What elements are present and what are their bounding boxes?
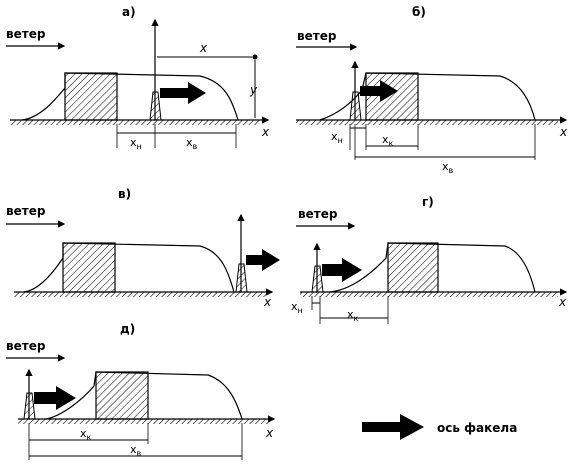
panel-b: б) ветер x xн xк xв (296, 5, 568, 175)
panel-g-flame-source (311, 265, 324, 293)
panel-g-plume-outline (329, 242, 536, 293)
legend-torch-arrow-icon (362, 414, 424, 440)
panel-b-torch-arrow (360, 80, 398, 102)
panel-d-label: д) (120, 322, 135, 336)
panel-g-torch-arrow (322, 258, 362, 282)
panel-d-torch-arrow (34, 386, 76, 410)
panel-d-ground (18, 419, 268, 424)
panel-v-ignition-zone (62, 242, 116, 293)
panel-d-ignition-zone (95, 371, 149, 420)
panel-b-wind-label: ветер (297, 29, 337, 43)
panel-b-xv-label: xв (442, 160, 454, 175)
panel-d-wind-label: ветер (6, 339, 46, 353)
panel-b-xk-label: xк (382, 133, 394, 148)
panel-b-flame-source (349, 91, 362, 121)
panel-v-label: в) (118, 187, 131, 201)
panel-b-ground (296, 120, 558, 125)
panel-a-wind-label: ветер (6, 27, 46, 41)
panel-a-y-label: y (249, 83, 258, 97)
panel-g-xk-label: xк (347, 308, 359, 323)
panel-a: а) ветер x x y xн xв (6, 5, 270, 151)
panel-g-wind-label: ветер (298, 207, 338, 221)
panel-v: в) ветер x (6, 187, 280, 309)
panel-a-point (252, 54, 258, 60)
panel-a-xn-label: xн (130, 136, 142, 151)
panel-a-plume-outline (21, 72, 239, 121)
panel-v-torch-arrow (246, 249, 280, 271)
panel-v-x-axis-label: x (263, 295, 272, 309)
panel-d: д) ветер x xк xв (6, 322, 276, 460)
panel-g-ground (300, 292, 558, 297)
panel-d-x-axis-label: x (265, 426, 274, 440)
panel-d-flame-source (23, 392, 36, 420)
panel-v-plume-outline (23, 242, 235, 293)
panel-g-label: г) (422, 195, 434, 209)
panel-a-flame-source (149, 91, 162, 121)
panel-v-flame-source (235, 263, 248, 293)
panel-a-ignition-zone (64, 72, 118, 121)
panel-d-xv-label: xв (130, 443, 142, 458)
panel-g: г) ветер x xн xк (291, 195, 568, 324)
panel-b-xn-label: xн (331, 130, 343, 145)
panel-v-wind-label: ветер (6, 204, 46, 218)
panel-a-xv-label: xв (186, 136, 198, 151)
legend-label: ось факела (437, 421, 517, 435)
panel-g-ignition-zone (387, 242, 439, 293)
panel-b-ignition-zone (365, 72, 419, 121)
panel-v-ground (14, 292, 266, 297)
panel-b-label: б) (412, 5, 426, 19)
panel-a-x-dist-label: x (199, 41, 208, 55)
panel-b-x-axis-label: x (559, 125, 568, 139)
panel-a-ground (10, 120, 260, 125)
panel-g-x-axis-label: x (558, 295, 567, 309)
panel-d-xk-label: xк (80, 427, 92, 442)
panel-g-xn-label: xн (291, 300, 303, 315)
panel-a-label: а) (122, 5, 136, 19)
legend: ось факела (362, 414, 517, 440)
panel-a-torch-arrow (160, 82, 206, 104)
panel-a-x-axis-label: x (261, 125, 270, 139)
